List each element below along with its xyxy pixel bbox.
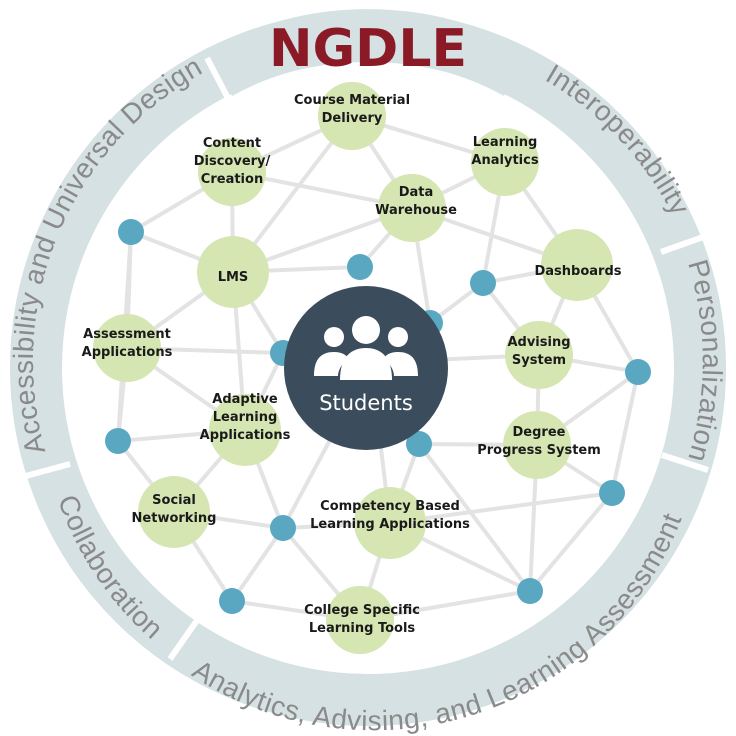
node-label-assessment: Applications	[82, 345, 173, 360]
node-label-data-warehouse: Warehouse	[375, 203, 457, 218]
node-label-college-tools: College Specific	[304, 603, 420, 618]
node-label-advising: System	[512, 353, 566, 368]
node-label-content-discovery: Creation	[201, 172, 263, 187]
node-label-social: Networking	[132, 511, 217, 526]
node-circle-advising	[505, 321, 573, 389]
node-label-learning-analytics: Analytics	[471, 153, 538, 168]
node-label-advising: Advising	[507, 335, 570, 350]
node-circle-data-warehouse	[378, 174, 446, 242]
node-label-degree-progress: Degree	[513, 425, 566, 440]
node-label-assessment: Assessment	[83, 327, 171, 342]
node-label-adaptive: Adaptive	[212, 392, 278, 407]
node-circle-college-tools	[326, 586, 394, 654]
center-label: Students	[319, 391, 413, 415]
node-label-social: Social	[152, 493, 196, 508]
node-circle-dashboards	[541, 229, 613, 301]
node-label-lms: LMS	[218, 270, 249, 285]
title-band	[212, 9, 524, 96]
connector-dots	[105, 219, 651, 614]
node-circle-learning-analytics	[471, 128, 539, 196]
node-label-learning-analytics: Learning	[473, 135, 538, 150]
node-label-competency: Learning Applications	[310, 517, 470, 532]
ring-label-interoperability: Interoperability	[541, 58, 696, 220]
node-label-content-discovery: Discovery/	[194, 154, 271, 169]
node-label-adaptive: Applications	[200, 428, 291, 443]
node-label-data-warehouse: Data	[399, 185, 434, 200]
node-circle-social	[138, 476, 210, 548]
node-circle-lms	[197, 236, 269, 308]
node-dashboards: Dashboards	[534, 229, 622, 301]
node-label-competency: Competency Based	[320, 499, 460, 514]
node-circle-course-material	[318, 82, 386, 150]
node-circle-degree-progress	[503, 411, 571, 479]
node-label-course-material: Delivery	[322, 111, 383, 126]
node-label-college-tools: Learning Tools	[309, 621, 416, 636]
people-group-icon	[314, 316, 418, 380]
node-label-dashboards: Dashboards	[534, 264, 621, 279]
node-circle-adaptive	[209, 394, 281, 466]
nodes-layer: Course MaterialDeliveryContentDiscovery/…	[82, 82, 622, 654]
node-label-course-material: Course Material	[294, 93, 410, 108]
node-circle-content-discovery	[198, 138, 266, 206]
node-lms: LMS	[197, 236, 269, 308]
ring-label-analytics: Analytics, Advising, and Learning Assess…	[187, 509, 687, 736]
node-circle-competency	[354, 487, 426, 559]
node-label-content-discovery: Content	[203, 136, 261, 151]
node-circle-assessment	[93, 314, 161, 382]
node-label-degree-progress: Progress System	[477, 443, 601, 458]
node-label-adaptive: Learning	[213, 410, 278, 425]
title: NGDLE	[269, 19, 467, 79]
